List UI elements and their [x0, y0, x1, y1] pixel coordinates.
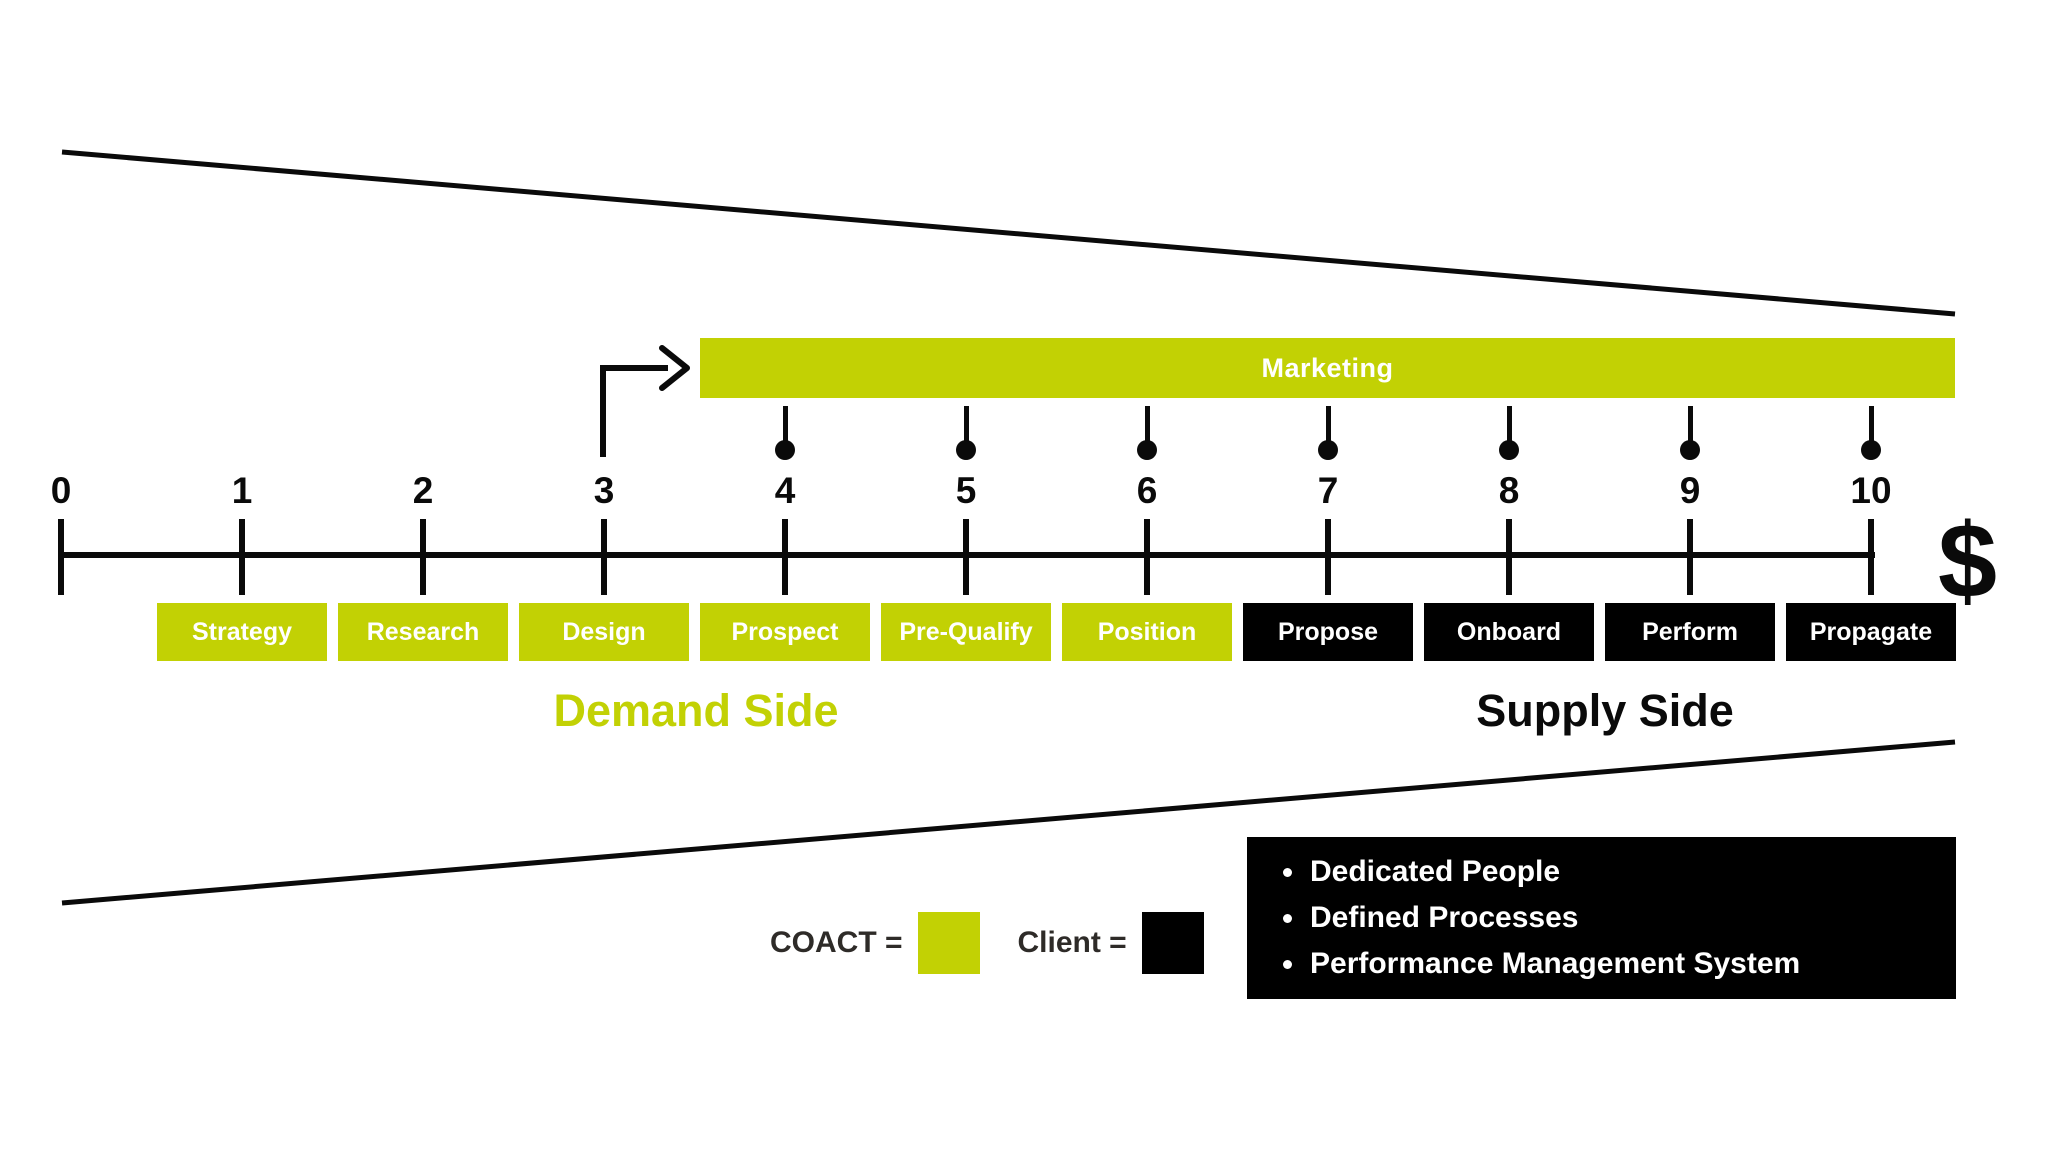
drop-dot-icon — [1318, 440, 1338, 460]
stage-label: Design — [562, 617, 646, 646]
tick-line — [239, 519, 245, 595]
tick-number: 3 — [593, 470, 615, 511]
bullet-item: Dedicated People — [1283, 849, 1956, 895]
bullet-item: Defined Processes — [1283, 895, 1956, 941]
tick-line — [420, 519, 426, 595]
drop-dot-icon — [1137, 440, 1157, 460]
bullet-text: Dedicated People — [1310, 855, 1561, 888]
bullet-text: Performance Management System — [1310, 947, 1801, 980]
stage-label: Position — [1097, 617, 1197, 646]
drop-stem — [1687, 406, 1693, 444]
stage-box: Research — [338, 603, 508, 661]
tick-number: 8 — [1498, 470, 1520, 511]
stage-label: Propose — [1277, 617, 1379, 646]
drop-stem — [1868, 406, 1874, 444]
top-funnel-line — [61, 149, 1956, 317]
stage-box: Design — [519, 603, 689, 661]
supply-side-label: Supply Side — [1476, 685, 1734, 736]
legend-client-swatch — [1141, 912, 1204, 974]
tick-line — [601, 519, 607, 595]
stage-box: Position — [1062, 603, 1232, 661]
bullet-dot-icon — [1283, 913, 1292, 923]
tick-line — [58, 519, 64, 595]
stage-label: Propagate — [1809, 617, 1933, 646]
bullet-item: Performance Management System — [1283, 941, 1956, 987]
legend-client-label: Client = — [1017, 926, 1127, 959]
tick-line — [963, 519, 969, 595]
marketing-arrowhead-icon — [659, 345, 690, 391]
tick-line — [1687, 519, 1693, 595]
stage-box: Pre-Qualify — [881, 603, 1051, 661]
drop-stem — [1144, 406, 1150, 444]
drop-dot-icon — [1861, 440, 1881, 460]
tick-line — [1325, 519, 1331, 595]
marketing-arrow — [600, 365, 668, 457]
tick-number: 1 — [231, 470, 253, 511]
stage-label: Pre-Qualify — [899, 617, 1033, 646]
tick-line — [782, 519, 788, 595]
legend-coact-label: COACT = — [770, 926, 903, 959]
tick-number: 0 — [50, 470, 72, 511]
tick-number: 4 — [774, 470, 796, 511]
legend-coact-swatch — [917, 912, 980, 974]
bottom-funnel-line — [61, 739, 1956, 906]
tick-number: 5 — [955, 470, 977, 511]
legend: COACT = Client = — [770, 912, 1204, 974]
drop-stem — [963, 406, 969, 444]
drop-dot-icon — [956, 440, 976, 460]
stage-box: Prospect — [700, 603, 870, 661]
drop-dot-icon — [775, 440, 795, 460]
stage-label: Strategy — [191, 617, 293, 646]
stage-label: Onboard — [1456, 617, 1562, 646]
tick-number: 10 — [1850, 470, 1892, 511]
stage-box: Onboard — [1424, 603, 1594, 661]
drop-stem — [782, 406, 788, 444]
tick-line — [1868, 519, 1874, 595]
stage-label: Prospect — [731, 617, 839, 646]
drop-stem — [1325, 406, 1331, 444]
tick-number: 7 — [1317, 470, 1339, 511]
drop-dot-icon — [1499, 440, 1519, 460]
tick-number: 9 — [1679, 470, 1701, 511]
bullet-dot-icon — [1283, 867, 1292, 877]
stage-box: Perform — [1605, 603, 1775, 661]
stage-label: Research — [366, 617, 480, 646]
marketing-label: Marketing — [1261, 352, 1394, 383]
supply-capabilities-box: Dedicated People Defined Processes Perfo… — [1247, 837, 1956, 999]
drop-dot-icon — [1680, 440, 1700, 460]
tick-number: 6 — [1136, 470, 1158, 511]
tick-line — [1144, 519, 1150, 595]
dollar-sign: $ — [1938, 502, 1997, 620]
marketing-bar: Marketing — [700, 338, 1955, 398]
demand-side-label: Demand Side — [553, 685, 839, 736]
bullet-text: Defined Processes — [1310, 901, 1579, 934]
tick-number: 2 — [412, 470, 434, 511]
drop-stem — [1506, 406, 1512, 444]
stage-box: Propagate — [1786, 603, 1956, 661]
stage-box: Propose — [1243, 603, 1413, 661]
stage-box: Strategy — [157, 603, 327, 661]
stage-label: Perform — [1642, 617, 1738, 646]
tick-line — [1506, 519, 1512, 595]
bullet-dot-icon — [1283, 959, 1292, 969]
